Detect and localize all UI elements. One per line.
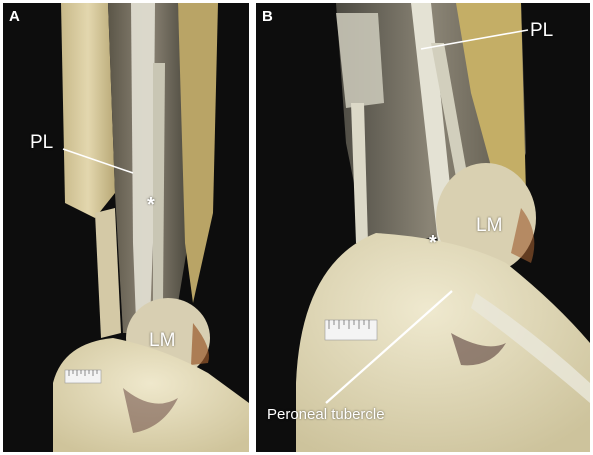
panel-letter-a: A bbox=[9, 8, 20, 25]
stain-b bbox=[511, 208, 535, 263]
dissection-photo-b bbox=[296, 3, 590, 452]
heel-shape bbox=[53, 338, 249, 452]
scale-bar bbox=[64, 369, 102, 384]
bone-lower bbox=[95, 208, 121, 338]
pl-leader-line-b bbox=[420, 29, 529, 50]
dissection-photo-a bbox=[53, 3, 249, 452]
dark-tissue-b bbox=[451, 333, 506, 366]
label-lm-b: LM bbox=[476, 215, 503, 236]
asterisk-a: * bbox=[147, 194, 155, 216]
stain bbox=[191, 323, 209, 365]
photo-panel-a: A PL * LM bbox=[3, 3, 249, 452]
tendon-to-foot bbox=[471, 293, 590, 403]
tendon-b-left bbox=[351, 103, 368, 243]
tissue-right bbox=[178, 3, 218, 303]
fibula-shape bbox=[61, 3, 115, 218]
foot-shape-b bbox=[296, 233, 590, 452]
malleolus-b-shape bbox=[436, 163, 536, 273]
label-pl-a: PL bbox=[30, 132, 54, 153]
membrane-b bbox=[336, 13, 384, 108]
dark-tissue bbox=[123, 388, 178, 433]
label-peroneal-tubercle: Peroneal tubercle bbox=[267, 406, 385, 423]
tendon-secondary bbox=[153, 63, 165, 323]
label-lm-a: LM bbox=[149, 330, 176, 351]
pl-leader-line bbox=[62, 148, 134, 174]
tubercle-leader-line bbox=[325, 290, 453, 404]
label-pl-b: PL bbox=[530, 20, 554, 41]
panel-letter-b: B bbox=[262, 8, 273, 25]
asterisk-b: * bbox=[429, 232, 437, 254]
tissue-right-b bbox=[456, 3, 526, 203]
tendon-pl-shape bbox=[131, 3, 155, 373]
photo-panel-b: B PL * LM Peroneal tubercle bbox=[256, 3, 590, 452]
